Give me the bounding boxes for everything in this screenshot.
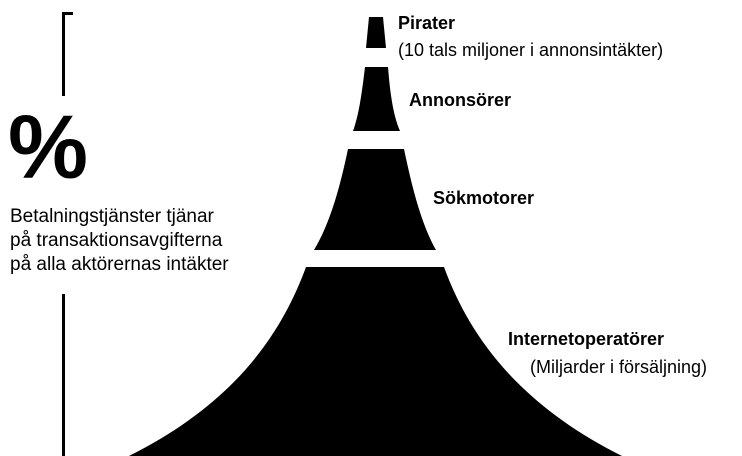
tier-pirates-shape bbox=[366, 17, 386, 48]
tier-search-engines-label: Sökmotorer bbox=[433, 188, 535, 208]
tier-isp-label: Internetoperatörer bbox=[508, 329, 665, 349]
tier-isp-sublabel: (Miljarder i försäljning) bbox=[530, 357, 708, 377]
payment-services-note: Betalningstjänster tjänar på transaktion… bbox=[10, 205, 270, 277]
tier-isp-shape bbox=[129, 267, 622, 456]
tier-pirates-sublabel: (10 tals miljoner i annonsintäkter) bbox=[398, 40, 664, 60]
tier-advertisers-shape bbox=[353, 67, 400, 131]
note-line-3: på alla aktörernas intäkter bbox=[10, 254, 229, 275]
percent-sign: % bbox=[8, 98, 88, 198]
tier-advertisers-label: Annonsörer bbox=[409, 90, 512, 110]
bracket-top bbox=[62, 12, 73, 96]
note-line-2: på transaktionsavgifterna bbox=[10, 230, 223, 251]
note-line-1: Betalningstjänster tjänar bbox=[10, 206, 214, 227]
bracket-bottom bbox=[62, 294, 65, 456]
tier-search-engines-shape bbox=[314, 149, 436, 250]
tier-pirates-label: Pirater bbox=[398, 13, 456, 33]
